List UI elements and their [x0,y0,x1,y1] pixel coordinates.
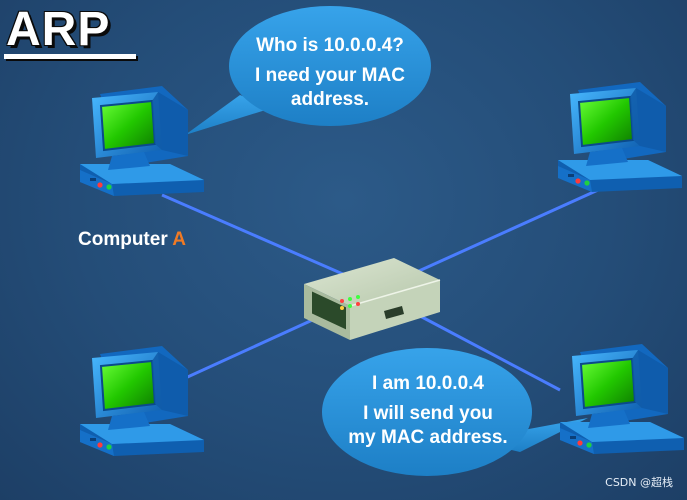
request-line-1: Who is 10.0.0.4? [256,35,404,56]
request-speech-bubble [185,6,431,135]
switch-icon [304,258,441,340]
cable-bottom-left [169,310,331,387]
computer-top-right-icon [557,81,683,193]
cable-top-right [409,188,599,277]
computer-label-letter: A [172,229,187,250]
reply-line-3: my MAC address. [348,427,508,448]
title-underline [4,54,136,59]
cable-bottom-right [419,314,561,392]
reply-line-1: I am 10.0.0.4 [372,373,484,394]
computer-bottom-left-icon [79,345,205,457]
computer-a-icon [79,85,205,197]
computer-label-text: Computer [78,229,173,250]
title: ARP [6,4,110,56]
request-line-3: address. [290,89,370,110]
request-bubble-text: Who is 10.0.0.4? I need your MAC address… [230,34,430,112]
computer-bottom-right-icon [559,343,685,455]
cables [161,188,599,392]
reply-line-2: I will send you [363,403,493,424]
computer-a-label: Computer A [78,229,186,251]
watermark: CSDN @超栈 [605,476,673,489]
request-line-2: I need your MAC [255,65,405,86]
reply-speech-bubble [322,348,588,476]
page-title: ARP [6,3,111,56]
reply-bubble-text: I am 10.0.0.4 I will send you my MAC add… [323,372,533,450]
switch-leds [340,295,360,310]
cable-top-left [161,193,353,280]
